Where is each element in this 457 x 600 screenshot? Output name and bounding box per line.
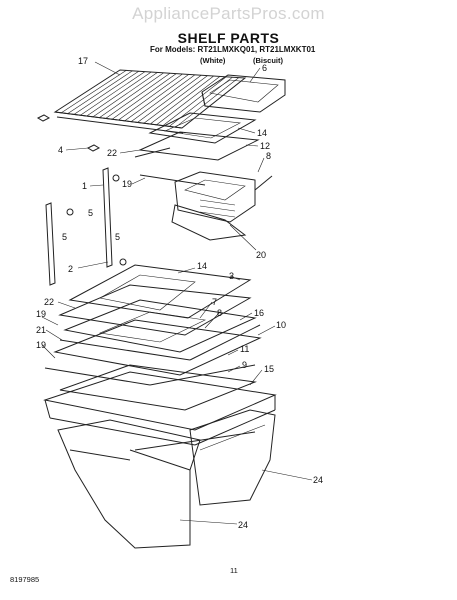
callout-5: 5 [88,208,93,218]
callout-24: 24 [313,475,323,485]
shelf-support-rails [45,167,127,286]
wire-shelf [53,69,247,134]
upper-glass-shelf [134,112,273,191]
callout-22: 22 [107,148,117,158]
shelf-bracket-pair [36,114,101,152]
callout-19: 19 [36,340,46,350]
callout-5: 5 [115,232,120,242]
callout-7: 7 [212,297,217,307]
callout-3: 3 [229,271,234,281]
diagram-title: SHELF PARTS [177,30,280,46]
upper-crisper-drawer [171,171,256,241]
callout-4: 4 [58,145,63,155]
callout-11: 11 [240,344,249,354]
variant-biscuit: (Biscuit) [253,56,283,65]
callout-22: 22 [44,297,54,307]
callout-9: 9 [242,360,247,370]
callout-19: 19 [36,309,46,319]
callout-15: 15 [264,364,274,374]
callout-14: 14 [257,128,267,138]
shelf-frame-assembly [59,299,261,361]
crisper-drawers [57,409,276,549]
callout-14: 14 [197,261,207,271]
callout-19: 19 [122,179,132,189]
callout-6: 6 [262,63,267,73]
callout-20: 20 [256,250,266,260]
deli-tray [201,74,286,113]
callout-17: 17 [78,56,88,66]
lower-glass-shelf [58,264,252,336]
lower-shelf-frame [44,319,262,411]
page-number: 11 [230,566,238,575]
callout-leaders [41,61,313,525]
callout-1: 1 [82,181,87,191]
crisper-cover [43,371,277,451]
callout-2: 2 [68,264,73,274]
document-number: 8197985 [10,575,40,584]
callout-10: 10 [276,320,286,330]
callout-8: 8 [266,151,271,161]
variant-white: (White) [200,56,226,65]
callout-24: 24 [238,520,248,530]
site-watermark: AppliancePartsPros.com [132,4,325,23]
model-list: For Models: RT21LMXKQ01, RT21LMXKT01 [150,45,316,54]
callout-5: 5 [62,232,67,242]
callout-8: 8 [217,308,222,318]
callout-16: 16 [254,308,264,318]
callout-12: 12 [260,141,270,151]
callout-21: 21 [36,325,46,335]
